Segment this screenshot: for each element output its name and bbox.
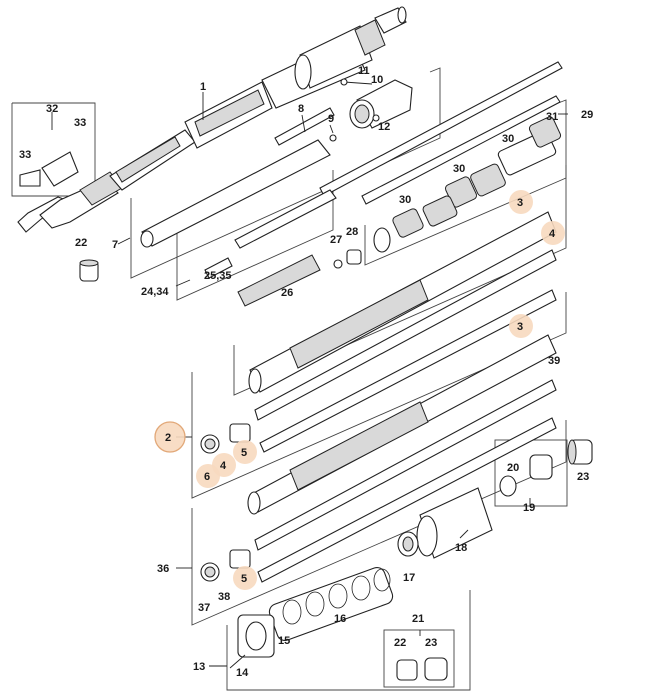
callout-33a: 33 (19, 149, 31, 161)
callout-23a: 23 (577, 471, 589, 483)
callout-32: 32 (46, 103, 58, 115)
callout-29: 29 (581, 109, 593, 121)
callout-36: 36 (157, 563, 169, 575)
callout-39: 39 (548, 355, 560, 367)
drive-shaft-assembly (17, 6, 407, 233)
callout-12: 12 (378, 121, 390, 133)
chain-links (268, 566, 394, 642)
gear-housing (340, 78, 413, 129)
long-rod (319, 61, 563, 205)
callout-18: 18 (455, 542, 467, 554)
group-frames (11, 67, 568, 691)
callout-16: 16 (334, 613, 346, 625)
callout-31: 31 (546, 111, 558, 123)
callout-24-34: 24,34 (141, 286, 169, 298)
callout-10: 10 (371, 74, 383, 86)
inner-tubes (140, 107, 337, 249)
callout-30c: 30 (502, 133, 514, 145)
callout-22a: 22 (75, 237, 87, 249)
callout-26: 26 (281, 287, 293, 299)
outer-tube-group (247, 211, 557, 583)
kit-parts (396, 657, 448, 681)
callout-8: 8 (298, 103, 304, 115)
cap-assembly (499, 439, 593, 497)
callout-22b: 22 (394, 637, 406, 649)
callout-19: 19 (523, 502, 535, 514)
callout-7: 7 (112, 239, 118, 251)
callout-23b: 23 (425, 637, 437, 649)
callout-1: 1 (200, 81, 206, 93)
callout-30a: 30 (399, 194, 411, 206)
callout-14: 14 (236, 667, 249, 679)
callout-4a: 4 (549, 228, 556, 240)
callout-20: 20 (507, 462, 519, 474)
callout-38: 38 (218, 591, 230, 603)
end-housing (397, 487, 493, 559)
callout-17: 17 (403, 572, 415, 584)
callout-11: 11 (358, 65, 370, 77)
callout-3a: 3 (517, 197, 523, 209)
callout-5b: 5 (241, 573, 247, 585)
callout-37: 37 (198, 602, 210, 614)
callout-28: 28 (346, 226, 358, 238)
callout-15: 15 (278, 635, 290, 647)
threaded-sleeve (237, 614, 275, 658)
callout-3b: 3 (517, 321, 523, 333)
callout-13: 13 (193, 661, 205, 673)
leader-lines (51, 92, 568, 669)
callout-33b: 33 (74, 117, 86, 129)
callout-labels: 1 2 3 3 4 4 5 5 6 7 8 9 10 11 12 13 14 1… (19, 65, 593, 679)
small-parts (19, 151, 362, 307)
callout-2: 2 (165, 432, 171, 444)
bearing-cluster (373, 116, 562, 253)
highlight-markers (154, 190, 565, 590)
callout-9: 9 (328, 113, 334, 125)
callout-30b: 30 (453, 163, 465, 175)
callout-6: 6 (204, 471, 210, 483)
callout-5a: 5 (241, 447, 247, 459)
callout-25-35: 25,35 (204, 270, 232, 282)
callout-21: 21 (412, 613, 424, 625)
callout-4b: 4 (220, 460, 227, 472)
callout-27: 27 (330, 234, 342, 246)
couplings (200, 423, 251, 582)
